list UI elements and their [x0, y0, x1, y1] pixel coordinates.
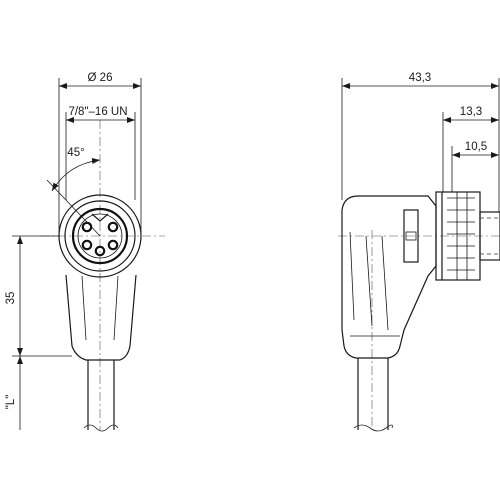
housing-rib-2	[365, 235, 373, 327]
housing-rib-3	[381, 235, 389, 331]
housing-inner-contour	[81, 275, 119, 341]
contact-pin-5	[94, 245, 106, 257]
angled-housing-outline	[341, 195, 437, 359]
insert-inner-circle	[77, 213, 123, 259]
overall-length-label: 43,3	[409, 72, 431, 84]
cable-right	[353, 358, 393, 432]
angle-arc	[51, 158, 101, 192]
housing-outline	[65, 274, 137, 361]
left-view: Ø 26 7/8"–16 UN 45° 35 "L"	[5, 72, 165, 432]
contact-pin-2	[107, 221, 119, 233]
angle-label: 45°	[67, 147, 84, 159]
threaded-end	[479, 211, 500, 261]
thread-length-label: 10,5	[465, 141, 487, 153]
contact-pin-3	[81, 239, 93, 251]
coding-key	[91, 213, 109, 222]
thread-label: 7/8"–16 UN	[68, 106, 127, 118]
length-35-label: 35	[5, 292, 17, 305]
contact-pin-1	[81, 221, 93, 233]
cable-left	[83, 360, 119, 432]
housing-rib-1	[349, 231, 355, 321]
marking-window	[403, 209, 419, 263]
nut-length-label: 13,3	[460, 106, 482, 118]
contact-pin-4	[107, 239, 119, 251]
diameter-label: Ø 26	[88, 72, 113, 84]
insert-face-circle	[71, 207, 129, 265]
nut-inner-circle	[64, 200, 136, 272]
cable-length-label: "L"	[5, 395, 17, 410]
marking-symbol	[405, 231, 417, 241]
right-view: 43,3 13,3 10,5	[338, 72, 500, 432]
